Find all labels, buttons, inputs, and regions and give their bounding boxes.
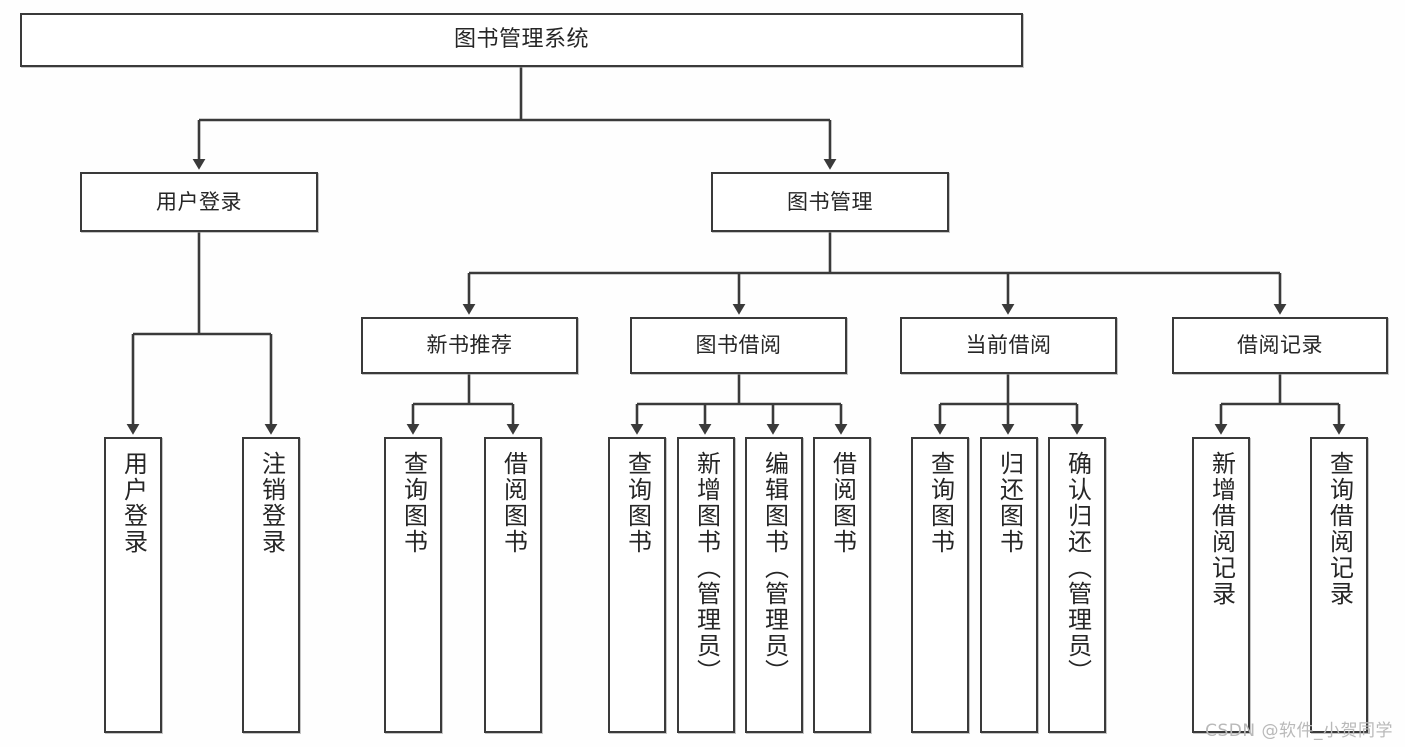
node-label: 借阅图书 [828,451,857,555]
leaf-add-book-admin[interactable]: 新增图书（管理员） [677,437,735,733]
leaf-edit-book-admin[interactable]: 编辑图书（管理员） [745,437,803,733]
node-label: 新增借阅记录 [1207,451,1236,607]
node-label: 编辑图书（管理员） [760,451,789,685]
node-user-login[interactable]: 用户登录 [80,172,318,232]
node-root-system[interactable]: 图书管理系统 [20,13,1023,67]
node-label: 归还图书 [995,451,1024,555]
leaf-query-borrow-record[interactable]: 查询借阅记录 [1310,437,1368,733]
leaf-confirm-return-admin[interactable]: 确认归还（管理员） [1048,437,1106,733]
node-label: 图书管理系统 [453,27,589,53]
leaf-logout-login[interactable]: 注销登录 [242,437,300,733]
leaf-return-book[interactable]: 归还图书 [980,437,1038,733]
node-label: 用户登录 [119,451,148,555]
node-new-book-recommend[interactable]: 新书推荐 [361,317,578,374]
node-label: 借阅图书 [499,451,528,555]
leaf-borrow-book[interactable]: 借阅图书 [813,437,871,733]
node-book-borrow[interactable]: 图书借阅 [630,317,847,374]
node-label: 图书借阅 [695,333,782,358]
leaf-query-book-current[interactable]: 查询图书 [911,437,969,733]
node-label: 图书管理 [787,189,873,214]
leaf-query-book-recommend[interactable]: 查询图书 [384,437,442,733]
leaf-borrow-book-recommend[interactable]: 借阅图书 [484,437,542,733]
node-label: 查询图书 [926,451,955,555]
node-label: 确认归还（管理员） [1063,451,1092,685]
node-borrow-record[interactable]: 借阅记录 [1172,317,1388,374]
node-label: 新书推荐 [426,333,513,358]
node-label: 新增图书（管理员） [692,451,721,685]
node-label: 查询图书 [623,451,652,555]
leaf-query-book-borrow[interactable]: 查询图书 [608,437,666,733]
node-label: 查询借阅记录 [1325,451,1354,607]
node-label: 借阅记录 [1237,333,1323,358]
node-label: 注销登录 [257,451,286,555]
leaf-user-login[interactable]: 用户登录 [104,437,162,733]
node-book-management[interactable]: 图书管理 [711,172,949,232]
node-label: 用户登录 [156,189,242,214]
node-current-borrow[interactable]: 当前借阅 [900,317,1117,374]
node-label: 查询图书 [399,451,428,555]
leaf-add-borrow-record[interactable]: 新增借阅记录 [1192,437,1250,733]
node-label: 当前借阅 [965,333,1052,358]
